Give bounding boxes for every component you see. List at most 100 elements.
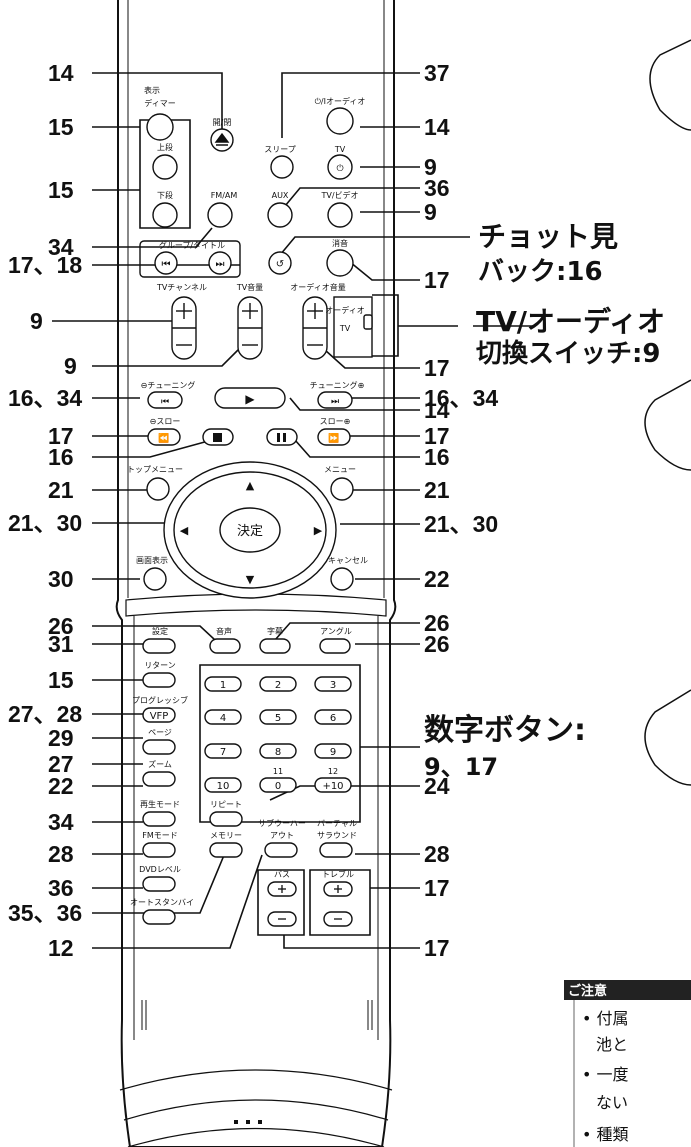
rocker-symbols	[172, 303, 327, 346]
rewind-button[interactable]	[147, 428, 181, 446]
auto-standby-button[interactable]	[142, 909, 176, 925]
lower-button[interactable]	[152, 202, 178, 228]
top-menu-button[interactable]	[146, 477, 170, 501]
numpad-key-0[interactable]	[259, 777, 297, 793]
prev-button[interactable]	[147, 391, 183, 409]
numpad-label-plus10: +10	[322, 781, 343, 792]
callout-14c: 14	[424, 397, 450, 423]
play-icon: ▶	[245, 392, 255, 406]
callout-37: 37	[424, 60, 450, 86]
caution-line-4: ない	[596, 1093, 628, 1112]
arrow-up-icon[interactable]: ▲	[246, 479, 255, 492]
callout-16-34a: 16、34	[8, 385, 82, 411]
pause-button[interactable]	[266, 428, 298, 446]
label-aux: AUX	[272, 191, 289, 200]
arrow-right-icon[interactable]: ▶	[314, 524, 323, 537]
enter-button[interactable]	[219, 507, 281, 553]
audio-button[interactable]	[209, 638, 241, 654]
numpad-label-10: 10	[217, 781, 230, 792]
fm-am-button[interactable]	[207, 202, 233, 228]
numpad-key-4[interactable]	[204, 709, 242, 725]
fm-mode-button[interactable]	[142, 842, 176, 858]
numpad-label-8: 8	[275, 747, 281, 758]
label-slow-plus: スロー⊕	[320, 417, 351, 426]
numpad-key-7[interactable]	[204, 743, 242, 759]
power-audio-button[interactable]	[326, 107, 354, 135]
numpad-key-3[interactable]	[314, 676, 352, 692]
remote-inner-outline	[127, 0, 385, 598]
tv-audio-switch[interactable]	[363, 314, 373, 330]
group-prev-button[interactable]	[154, 251, 178, 275]
numpad	[204, 676, 352, 793]
arrow-left-icon[interactable]: ◀	[180, 524, 189, 537]
power-icon: ⏻	[336, 163, 343, 174]
label-progressive: プログレッシブ	[132, 695, 188, 705]
subtitle-button[interactable]	[259, 638, 291, 654]
numpad-label-3: 3	[330, 680, 336, 691]
screen-display-button[interactable]	[143, 567, 167, 591]
numpad-label-1: 1	[220, 680, 226, 691]
label-audio: 音声	[216, 626, 232, 636]
numpad-key-1[interactable]	[204, 676, 242, 692]
mute-button[interactable]	[326, 249, 354, 277]
label-power-audio: ⏻/Iオーディオ	[315, 96, 366, 106]
upper-button[interactable]	[152, 154, 178, 180]
callout-34b: 34	[48, 809, 74, 835]
numpad-label-6: 6	[330, 713, 336, 724]
label-sleep: スリープ	[264, 145, 296, 154]
remote-partial-low	[644, 689, 691, 786]
aux-button[interactable]	[267, 202, 293, 228]
angle-button[interactable]	[319, 638, 351, 654]
numpad-key-5[interactable]	[259, 709, 297, 725]
caution-line-1: • 付属	[582, 1009, 629, 1028]
vfp-button[interactable]	[142, 707, 176, 723]
page-button[interactable]	[142, 739, 176, 755]
chotto-mi-back-icon: ↺	[276, 259, 284, 270]
fast-forward-button[interactable]	[317, 428, 351, 446]
vfp-label: VFP	[150, 711, 169, 722]
rewind-icon: ⏪	[158, 432, 169, 444]
numpad-key-8[interactable]	[259, 743, 297, 759]
chotto-mi-label: チョット見	[478, 220, 618, 253]
play-button[interactable]	[214, 387, 286, 409]
stop-icon	[213, 433, 222, 442]
return-button[interactable]	[142, 672, 176, 688]
next-button[interactable]	[317, 391, 353, 409]
label-virtual-2: サラウンド	[317, 831, 357, 840]
caution-header: ご注意	[568, 983, 607, 999]
chotto-mi-back-button[interactable]	[268, 251, 292, 275]
numpad-key-10[interactable]	[204, 777, 242, 793]
repeat-button[interactable]	[209, 811, 243, 827]
callout-17c: 17	[424, 355, 450, 381]
group-next-button[interactable]	[208, 251, 232, 275]
numpad-key-plus10[interactable]	[314, 777, 352, 793]
settings-button[interactable]	[142, 638, 176, 654]
virtual-surround-button[interactable]	[319, 842, 353, 858]
callout-14a: 14	[48, 60, 74, 86]
cancel-button[interactable]	[330, 567, 354, 591]
callout-31: 31	[48, 631, 74, 657]
callout-27-28: 27、28	[8, 701, 82, 727]
remote-lower-panel	[125, 593, 387, 617]
numpad-key-6[interactable]	[314, 709, 352, 725]
memory-button[interactable]	[209, 842, 243, 858]
play-mode-button[interactable]	[142, 811, 176, 827]
callout-16b: 16	[424, 444, 450, 470]
zoom-button[interactable]	[142, 771, 176, 787]
arrow-down-icon[interactable]: ▼	[246, 573, 255, 586]
subwoofer-out-button[interactable]	[264, 842, 298, 858]
switch-label: TV/オーディオ	[476, 305, 665, 338]
tv-video-button[interactable]	[327, 202, 353, 228]
numpad-key-9[interactable]	[314, 743, 352, 759]
callout-34a: 34	[48, 234, 74, 260]
tv-power-button[interactable]	[327, 154, 353, 180]
label-tv-video: TV/ビデオ	[320, 190, 358, 200]
dvd-level-button[interactable]	[142, 876, 176, 892]
callout-17d: 17	[424, 423, 450, 449]
number-buttons-page: 9、17	[424, 753, 498, 781]
menu-button[interactable]	[330, 477, 354, 501]
numpad-key-2[interactable]	[259, 676, 297, 692]
sleep-button[interactable]	[270, 155, 294, 179]
enter-label: 決定	[237, 524, 263, 539]
display-dimmer-button[interactable]	[146, 113, 174, 141]
